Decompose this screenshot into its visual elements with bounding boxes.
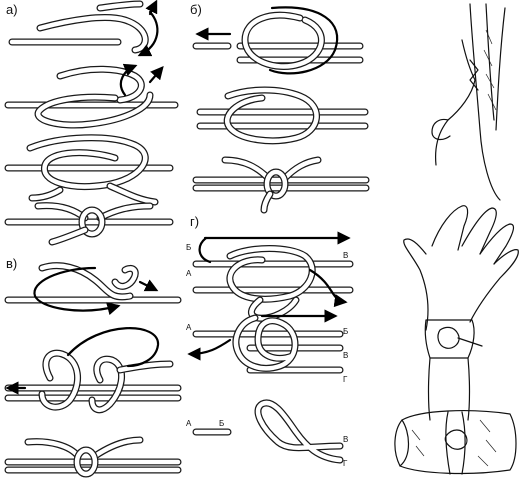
panel-b-step-2 xyxy=(196,86,369,145)
panel-b-step-1 xyxy=(192,6,364,75)
rope-tag-v: В xyxy=(343,251,348,260)
panel-a-step-2 xyxy=(4,63,179,129)
panel-g-step-1: Б В А xyxy=(186,231,354,322)
illustration-bundle xyxy=(394,410,517,475)
rope-tag-a: А xyxy=(186,269,192,278)
panel-v: в) xyxy=(4,256,182,478)
panel-v-step-1 xyxy=(4,262,182,316)
rope-tag-v: В xyxy=(343,435,348,444)
panel-v-step-2 xyxy=(4,327,182,414)
rope-tag-g: Г xyxy=(343,459,348,468)
rope-tag-b: Б xyxy=(343,327,348,336)
rope-tag-g: Г xyxy=(343,375,348,384)
illustration-climber-hand xyxy=(431,3,506,201)
illustration-hand-wrist xyxy=(403,205,519,421)
panel-a-step-3 xyxy=(4,134,174,206)
panel-a-step-1 xyxy=(8,0,159,57)
panel-g-step-2: А Б В Г xyxy=(186,309,348,384)
panel-g-step-3: А Б В Г xyxy=(186,399,348,468)
panel-a-step-4 xyxy=(4,202,174,246)
panel-a-label: а) xyxy=(6,2,18,17)
rope-tag-b: Б xyxy=(186,243,191,252)
rope-tag-a: А xyxy=(186,323,192,332)
panel-v-step-3 xyxy=(4,436,182,478)
panel-b-label: б) xyxy=(190,2,202,17)
panel-g-label: г) xyxy=(190,214,199,229)
rope-tag-a: А xyxy=(186,419,192,428)
rope-tag-b: Б xyxy=(219,419,224,428)
rope-tag-v: В xyxy=(343,351,348,360)
panel-b: б) xyxy=(190,2,370,214)
panel-a: а) xyxy=(4,0,179,246)
panel-g: г) Б В А А xyxy=(186,214,354,468)
panel-b-step-3 xyxy=(192,156,370,214)
panel-v-label: в) xyxy=(6,256,17,271)
